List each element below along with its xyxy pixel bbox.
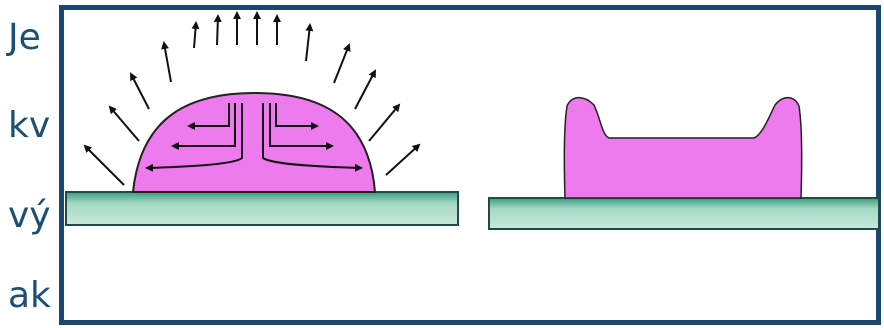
coffee-ring-diagram bbox=[59, 5, 881, 325]
arrow-up-icon bbox=[355, 71, 375, 109]
arrow-up-icon bbox=[306, 25, 310, 61]
text-line-1: Je bbox=[8, 20, 41, 56]
droplet-dome bbox=[133, 93, 375, 192]
substrate-left bbox=[66, 192, 458, 225]
text-line-4: ak bbox=[8, 278, 51, 314]
arrow-up-icon bbox=[131, 74, 149, 109]
arrow-up-icon bbox=[85, 146, 124, 185]
coffee-ring-deposit-panel bbox=[489, 98, 879, 229]
text-line-3: vý bbox=[8, 198, 51, 234]
arrow-up-icon bbox=[217, 16, 218, 45]
arrow-up-icon bbox=[334, 45, 349, 83]
substrate-right bbox=[489, 198, 879, 229]
text-line-2: kv bbox=[8, 108, 50, 144]
image-frame bbox=[59, 5, 881, 325]
evaporating-droplet-panel bbox=[66, 13, 458, 225]
arrow-up-icon bbox=[386, 145, 419, 175]
arrow-up-icon bbox=[164, 43, 171, 82]
ring-deposit bbox=[564, 98, 801, 198]
arrow-up-icon bbox=[369, 105, 399, 141]
arrow-up-icon bbox=[194, 23, 196, 48]
arrow-up-icon bbox=[110, 107, 139, 141]
